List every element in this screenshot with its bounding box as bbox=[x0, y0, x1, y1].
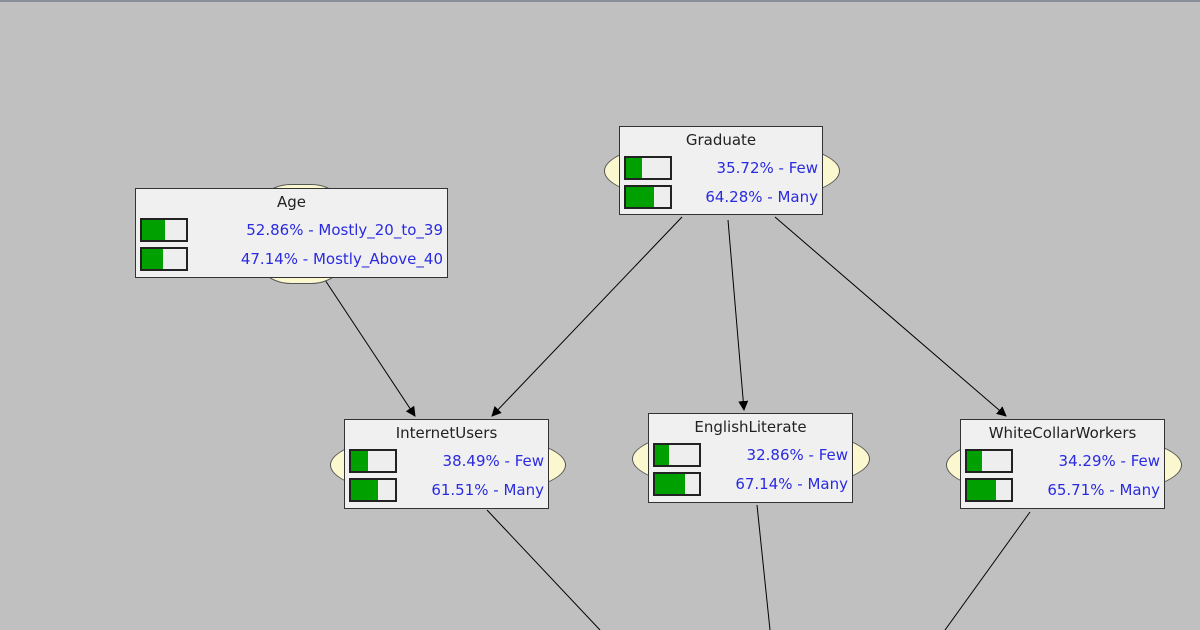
probability-bar-fill bbox=[967, 450, 983, 471]
state-label: 65.71% - Many bbox=[1047, 480, 1160, 499]
edge-age-internetusers bbox=[324, 279, 416, 417]
state-label: 35.72% - Few bbox=[716, 158, 818, 177]
probability-bar bbox=[965, 448, 1013, 473]
probability-bar-fill bbox=[626, 157, 642, 178]
state-label: 38.49% - Few bbox=[442, 451, 544, 470]
edge-graduate-englishliterate bbox=[727, 219, 749, 411]
state-row: 64.28% - Many bbox=[620, 182, 822, 211]
state-row: 34.29% - Few bbox=[961, 446, 1164, 475]
state-label: 32.86% - Few bbox=[746, 445, 848, 464]
probability-bar-fill bbox=[351, 479, 379, 500]
state-label: 67.14% - Many bbox=[735, 474, 848, 493]
edge-englishliterate-down bbox=[756, 504, 771, 630]
node-englishliterate[interactable]: EnglishLiterate 32.86% - Few 67.14% - Ma… bbox=[648, 413, 853, 503]
probability-bar bbox=[349, 477, 397, 502]
state-row: 38.49% - Few bbox=[345, 446, 548, 475]
probability-bar-fill bbox=[142, 248, 163, 269]
state-row: 47.14% - Mostly_Above_40 bbox=[136, 244, 447, 273]
edge-graduate-whitecollar bbox=[774, 216, 1007, 417]
state-row: 35.72% - Few bbox=[620, 153, 822, 182]
probability-bar-fill bbox=[655, 473, 685, 494]
node-title: Graduate bbox=[685, 131, 757, 149]
probability-bar bbox=[653, 442, 701, 467]
state-label: 64.28% - Many bbox=[705, 187, 818, 206]
node-graduate[interactable]: Graduate 35.72% - Few 64.28% - Many bbox=[619, 126, 823, 215]
state-label: 61.51% - Many bbox=[431, 480, 544, 499]
edge-whitecollar-down bbox=[944, 511, 1031, 630]
probability-bar-fill bbox=[351, 450, 368, 471]
state-label: 52.86% - Mostly_20_to_39 bbox=[246, 220, 443, 239]
state-row: 52.86% - Mostly_20_to_39 bbox=[136, 215, 447, 244]
state-row: 67.14% - Many bbox=[649, 469, 852, 498]
edge-graduate-internetusers bbox=[491, 216, 683, 417]
probability-bar-fill bbox=[655, 444, 670, 465]
node-whitecollarworkers[interactable]: WhiteCollarWorkers 34.29% - Few 65.71% -… bbox=[960, 419, 1165, 509]
node-title: InternetUsers bbox=[395, 424, 498, 442]
state-label: 47.14% - Mostly_Above_40 bbox=[240, 249, 443, 268]
probability-bar bbox=[653, 471, 701, 496]
state-row: 61.51% - Many bbox=[345, 475, 548, 504]
node-age[interactable]: Age 52.86% - Mostly_20_to_39 47.14% - Mo… bbox=[135, 188, 448, 278]
node-title: EnglishLiterate bbox=[694, 418, 807, 436]
probability-bar-fill bbox=[967, 479, 996, 500]
node-title: WhiteCollarWorkers bbox=[988, 424, 1137, 442]
state-row: 65.71% - Many bbox=[961, 475, 1164, 504]
probability-bar bbox=[140, 217, 188, 242]
state-label: 34.29% - Few bbox=[1058, 451, 1160, 470]
probability-bar bbox=[624, 155, 672, 180]
edge-internetusers-down bbox=[486, 509, 601, 630]
window-top-border bbox=[0, 0, 1200, 2]
probability-bar-fill bbox=[142, 219, 166, 240]
probability-bar bbox=[965, 477, 1013, 502]
probability-bar bbox=[349, 448, 397, 473]
state-row: 32.86% - Few bbox=[649, 440, 852, 469]
probability-bar bbox=[624, 184, 672, 209]
probability-bar bbox=[140, 246, 188, 271]
node-title: Age bbox=[276, 193, 306, 211]
probability-bar-fill bbox=[626, 186, 655, 207]
node-internetusers[interactable]: InternetUsers 38.49% - Few 61.51% - Many bbox=[344, 419, 549, 509]
